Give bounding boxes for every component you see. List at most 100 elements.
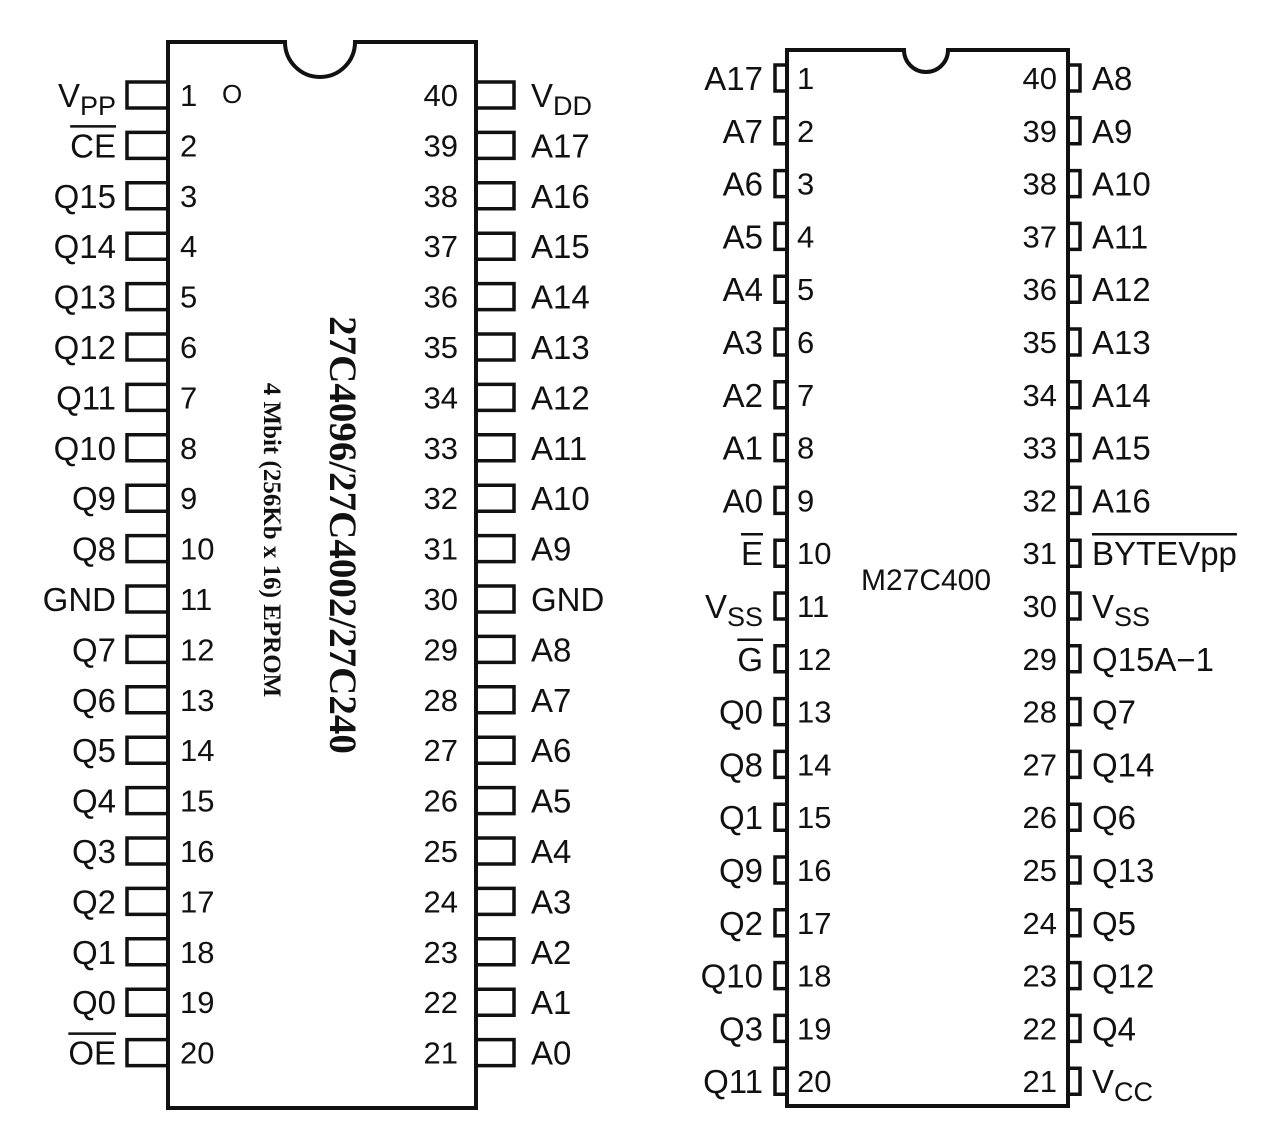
pin-19: 19 Q0 <box>72 984 215 1021</box>
pin-label: OE <box>68 1035 116 1072</box>
pin-number: 31 <box>1023 536 1057 571</box>
pin-label: Q3 <box>719 1010 763 1047</box>
pin-lead <box>1068 1013 1082 1044</box>
pin-number: 10 <box>797 536 831 571</box>
pin-lead <box>773 591 787 621</box>
pin-label: A8 <box>1092 60 1132 97</box>
pin-lead <box>773 644 787 674</box>
pin-label: Q12 <box>54 329 116 366</box>
pin-label: Q0 <box>72 984 116 1021</box>
pin-label: VSS <box>705 588 763 632</box>
pin-label: A9 <box>1092 113 1132 150</box>
pin-lead <box>125 433 168 463</box>
pin-lead <box>773 327 787 357</box>
pin-9: 9Q9 <box>72 480 197 517</box>
pin-lead <box>476 584 516 614</box>
pin-label: Q4 <box>1092 1010 1136 1047</box>
pin-label: Q12 <box>1092 958 1154 995</box>
pin-number: 19 <box>180 985 214 1020</box>
pin-lead <box>476 382 516 413</box>
pin-number: 4 <box>797 219 814 254</box>
pin-lead <box>125 80 168 110</box>
pin-lead <box>773 855 787 885</box>
pin-label: A4 <box>723 271 763 308</box>
pin-lead <box>476 685 516 715</box>
pin-lead <box>125 735 168 765</box>
pin-label: Q9 <box>719 852 763 889</box>
pin-number: 31 <box>424 532 458 567</box>
pin-lead <box>1068 802 1082 832</box>
pin-lead <box>476 937 516 967</box>
pin-3: 3A6 <box>723 166 815 203</box>
pin-number: 25 <box>424 834 458 869</box>
pin-lead <box>1068 63 1082 93</box>
pin-number: 29 <box>1023 642 1057 677</box>
pin-label: A3 <box>531 883 571 920</box>
pin-lead <box>476 332 516 362</box>
pin-label: Q5 <box>1092 905 1136 942</box>
pin-label: A14 <box>1092 377 1151 414</box>
pin-number: 3 <box>180 179 197 214</box>
pin-lead <box>476 533 516 564</box>
pin-number: 14 <box>797 747 831 782</box>
pin-label: A1 <box>723 430 763 467</box>
pin-number: 32 <box>1023 483 1057 518</box>
pin-number: 27 <box>424 733 458 768</box>
pin-label: VPP <box>58 77 116 121</box>
pin-label: A4 <box>531 833 571 870</box>
pin-lead <box>125 533 168 564</box>
pin-label: Q6 <box>1092 799 1136 836</box>
pin-label: A2 <box>723 377 763 414</box>
pin-lead <box>125 332 168 362</box>
pin-label: A17 <box>704 60 763 97</box>
pin-number: 10 <box>180 532 214 567</box>
pin-number: 9 <box>797 483 814 518</box>
pin-lead <box>125 231 168 261</box>
pin-number: 17 <box>797 906 831 941</box>
pin-label: A5 <box>531 783 571 820</box>
pin-number: 32 <box>424 481 458 516</box>
pin1-marker: O <box>222 79 242 109</box>
pin-label: Q13 <box>54 279 116 316</box>
pin-lead <box>773 168 787 199</box>
chip-left-body <box>166 40 478 1110</box>
pin-number: 11 <box>797 589 829 624</box>
pin-lead <box>476 231 516 261</box>
pin-lead <box>773 274 787 304</box>
chip-right: M27C400 1A172A73A64A55A46A37A28A19A010E1… <box>701 48 1237 1108</box>
pin-number: 22 <box>1023 1011 1057 1046</box>
pin-4: 4A5 <box>723 218 815 255</box>
pin-label: Q4 <box>72 783 116 820</box>
pin-lead <box>1068 591 1082 621</box>
pin-lead <box>125 281 168 312</box>
pin-lead <box>125 886 168 917</box>
pin-number: 3 <box>797 167 814 202</box>
pin-label: GND <box>43 581 116 618</box>
pin-label: A12 <box>1092 271 1151 308</box>
pin-label: Q10 <box>701 958 763 995</box>
pin-label: Q14 <box>54 228 116 265</box>
pin-label: Q15A−1 <box>1092 641 1214 678</box>
pin-number: 8 <box>797 431 814 466</box>
